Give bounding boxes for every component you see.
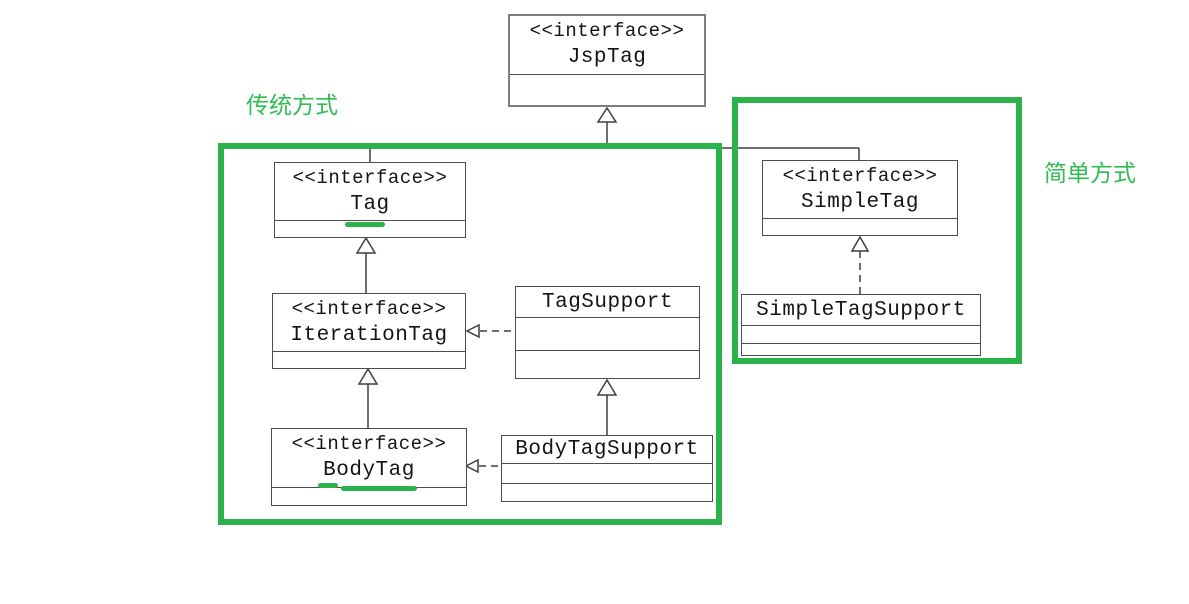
generalization-bodytag-to-iterationtag [357,367,379,429]
class-box-bodytag: <<interface>> BodyTag [271,428,467,506]
empty-compartment [510,74,704,106]
class-name: SimpleTag [801,190,919,214]
hollow-triangle-up-jsptag [596,106,618,123]
empty-compartment [516,317,699,350]
stereotype-label: <<interface>> [782,164,938,187]
empty-compartment [275,220,465,238]
class-name: BodyTag [323,459,415,482]
simple-way-label: 简单方式 [1044,161,1136,187]
realization-simpletagsupport-to-simpletag [850,235,870,295]
class-box-bodytagsupport: BodyTagSupport [501,435,713,502]
traditional-way-label: 传统方式 [246,93,338,119]
empty-compartment [763,218,957,236]
class-box-tagsupport: TagSupport [515,286,700,379]
class-name: SimpleTagSupport [756,298,966,322]
simple-way-frame [732,97,1022,364]
class-box-iterationtag: <<interface>> IterationTag [272,293,466,369]
green-underline-bodytag-2 [341,486,417,491]
class-name: TagSupport [541,290,674,314]
class-name: IterationTag [290,323,448,347]
stereotype-label: <<interface>> [291,297,447,320]
empty-compartment [742,343,980,356]
empty-compartment [273,351,465,368]
empty-compartment [502,483,712,502]
stereotype-label: <<interface>> [292,166,448,189]
class-name: JspTag [567,46,647,69]
empty-compartment [502,463,712,483]
realization-tagsupport-to-iterationtag [465,323,516,339]
green-underline-tag [345,222,385,227]
traditional-way-frame [218,143,722,525]
class-box-simpletagsupport: SimpleTagSupport [741,294,981,356]
class-box-simpletag: <<interface>> SimpleTag [762,160,958,236]
stereotype-label: <<interface>> [291,433,447,455]
realization-bodytagsupport-to-bodytag [464,458,502,474]
class-name: Tag [350,192,390,216]
class-box-jsptag: <<interface>> JspTag [508,14,706,107]
green-underline-bodytag-1 [318,483,338,488]
generalization-bodytagsupport-to-tagsupport [596,378,618,436]
empty-compartment [516,350,699,379]
empty-compartment [742,325,980,343]
class-name: BodyTagSupport [515,438,699,461]
stereotype-label: <<interface>> [529,20,685,42]
generalization-iterationtag-to-tag [355,236,377,294]
